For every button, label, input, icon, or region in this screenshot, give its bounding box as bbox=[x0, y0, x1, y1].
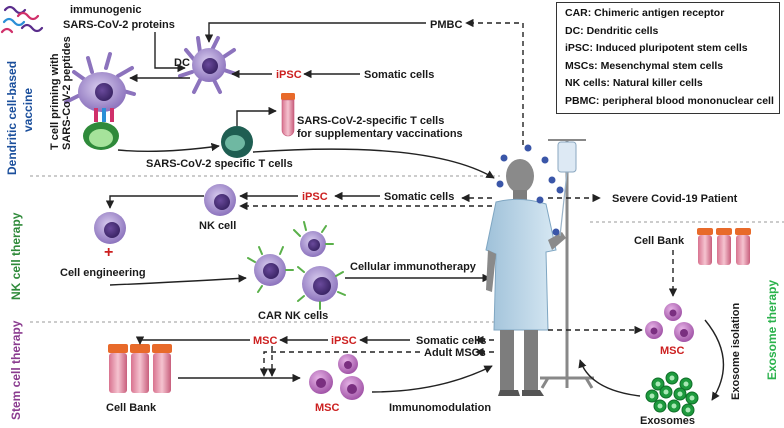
legend-ipsc: iPSC: Induced pluripotent stem cells bbox=[565, 42, 748, 54]
msc-label-exo: MSC bbox=[660, 345, 685, 357]
supplementary-vaccinations-label: for supplementary vaccinations bbox=[297, 128, 463, 140]
legend-nk: NK cells: Natural killer cells bbox=[565, 77, 703, 89]
exosomes-label: Exosomes bbox=[640, 415, 695, 427]
section-label-dc-vaccine-2: vaccine bbox=[21, 88, 35, 132]
virus-particles-icon bbox=[496, 144, 564, 236]
section-label-exosome: Exosome therapy bbox=[765, 280, 779, 380]
nk-cell-label: NK cell bbox=[199, 220, 236, 232]
arrow-proteins-to-dc bbox=[154, 32, 186, 73]
immunomodulation-label: Immunomodulation bbox=[389, 402, 491, 414]
t-cell-priming-label: T cell priming with bbox=[49, 53, 61, 150]
cell-engineering-label: Cell engineering bbox=[60, 267, 146, 279]
cell-bank-vials-icon bbox=[108, 344, 172, 393]
section-label-stem: Stem cell therapy bbox=[9, 320, 23, 420]
nk-cell-icon bbox=[204, 184, 236, 216]
ipsc-label-dc: iPSC bbox=[276, 69, 302, 81]
t-cell-vial-icon bbox=[281, 93, 295, 137]
ipsc-label-stem: iPSC bbox=[331, 335, 357, 347]
cell-bank-label-stem: Cell Bank bbox=[106, 402, 157, 414]
section-label-nk: NK cell therapy bbox=[9, 212, 23, 300]
cellular-immunotherapy-label: Cellular immunotherapy bbox=[350, 261, 477, 273]
dendritic-cell-icon bbox=[178, 36, 238, 94]
msc-exo-icon bbox=[645, 303, 694, 342]
dc-label: DC bbox=[174, 57, 190, 69]
somatic-label-nk: Somatic cells bbox=[384, 191, 454, 203]
section-label-dc-vaccine: Dendritic cell-based bbox=[5, 61, 19, 175]
immunogenic-label: immunogenic bbox=[70, 4, 142, 16]
arrow-exosomes-to-patient bbox=[578, 359, 641, 397]
specific-t-cells-label: SARS-CoV-2-specific T cells bbox=[297, 115, 444, 127]
msc-cells-icon bbox=[309, 354, 364, 400]
adult-mscs-label: Adult MSCs bbox=[424, 347, 486, 359]
pmbc-label: PMBC bbox=[430, 19, 462, 31]
proteins-label: SARS-CoV-2 proteins bbox=[63, 19, 175, 31]
legend-pbmc: PBMC: peripheral blood mononuclear cell bbox=[565, 94, 774, 107]
legend-car: CAR: Chimeric antigen receptor bbox=[565, 7, 725, 19]
arrow-tcell-to-patient bbox=[252, 148, 495, 179]
section-label-dc-l1: Dendritic cell-based bbox=[5, 61, 19, 175]
car-nk-cells-label: CAR NK cells bbox=[258, 310, 328, 322]
exosome-isolation-label: Exosome isolation bbox=[730, 303, 742, 400]
arrow-tcell-to-vial bbox=[236, 106, 277, 126]
arrow-msc-to-cell-bank bbox=[135, 336, 250, 345]
svg-text:+: + bbox=[104, 244, 113, 261]
legend-mscs: MSCs: Mesenchymal stem cells bbox=[565, 59, 724, 72]
car-nk-cells-icon bbox=[247, 221, 346, 310]
t-cell-icon bbox=[221, 126, 253, 158]
msc-label-stem-1: MSC bbox=[253, 335, 278, 347]
arrow-pmbc-to-dc bbox=[204, 22, 426, 43]
patient-illustration bbox=[485, 159, 566, 396]
arrow-patient-to-pmbc bbox=[465, 18, 524, 145]
cell-bank-vials-exo-icon bbox=[697, 228, 751, 265]
arrow-msc-to-exosomes bbox=[704, 319, 725, 401]
cell-bank-label-exo: Cell Bank bbox=[634, 235, 685, 247]
sars-specific-t-cells-label: SARS-CoV-2 specific T cells bbox=[146, 158, 293, 170]
abbreviation-legend: CAR: Chimeric antigen receptor DC: Dendr… bbox=[556, 2, 780, 114]
arrow-adult-msc-to-msc bbox=[259, 351, 420, 377]
arrow-engineering-to-car-nk bbox=[109, 274, 247, 286]
dc-t-cell-priming-icon bbox=[64, 52, 136, 150]
legend-dc: DC: Dendritic cells bbox=[565, 24, 659, 37]
arrow-priming-to-tcell bbox=[117, 142, 220, 153]
arrow-nkcell-to-engineering bbox=[105, 195, 204, 209]
patient-label: Severe Covid-19 Patient bbox=[612, 193, 738, 205]
t-cell-priming-peptides-label: SARS-CoV-2 peptides bbox=[61, 36, 73, 150]
iv-stand-icon bbox=[540, 139, 594, 389]
msc-label-stem-2: MSC bbox=[315, 402, 340, 414]
somatic-label-stem: Somatic cells bbox=[416, 335, 486, 347]
ipsc-label-nk: iPSC bbox=[302, 191, 328, 203]
exosomes-icon bbox=[645, 371, 699, 417]
engineered-nk-cell-icon: + bbox=[94, 212, 126, 261]
sars-cov-2-protein-icon bbox=[0, 5, 44, 34]
arrow-msc-to-patient bbox=[371, 365, 493, 393]
somatic-label-dc: Somatic cells bbox=[364, 69, 434, 81]
